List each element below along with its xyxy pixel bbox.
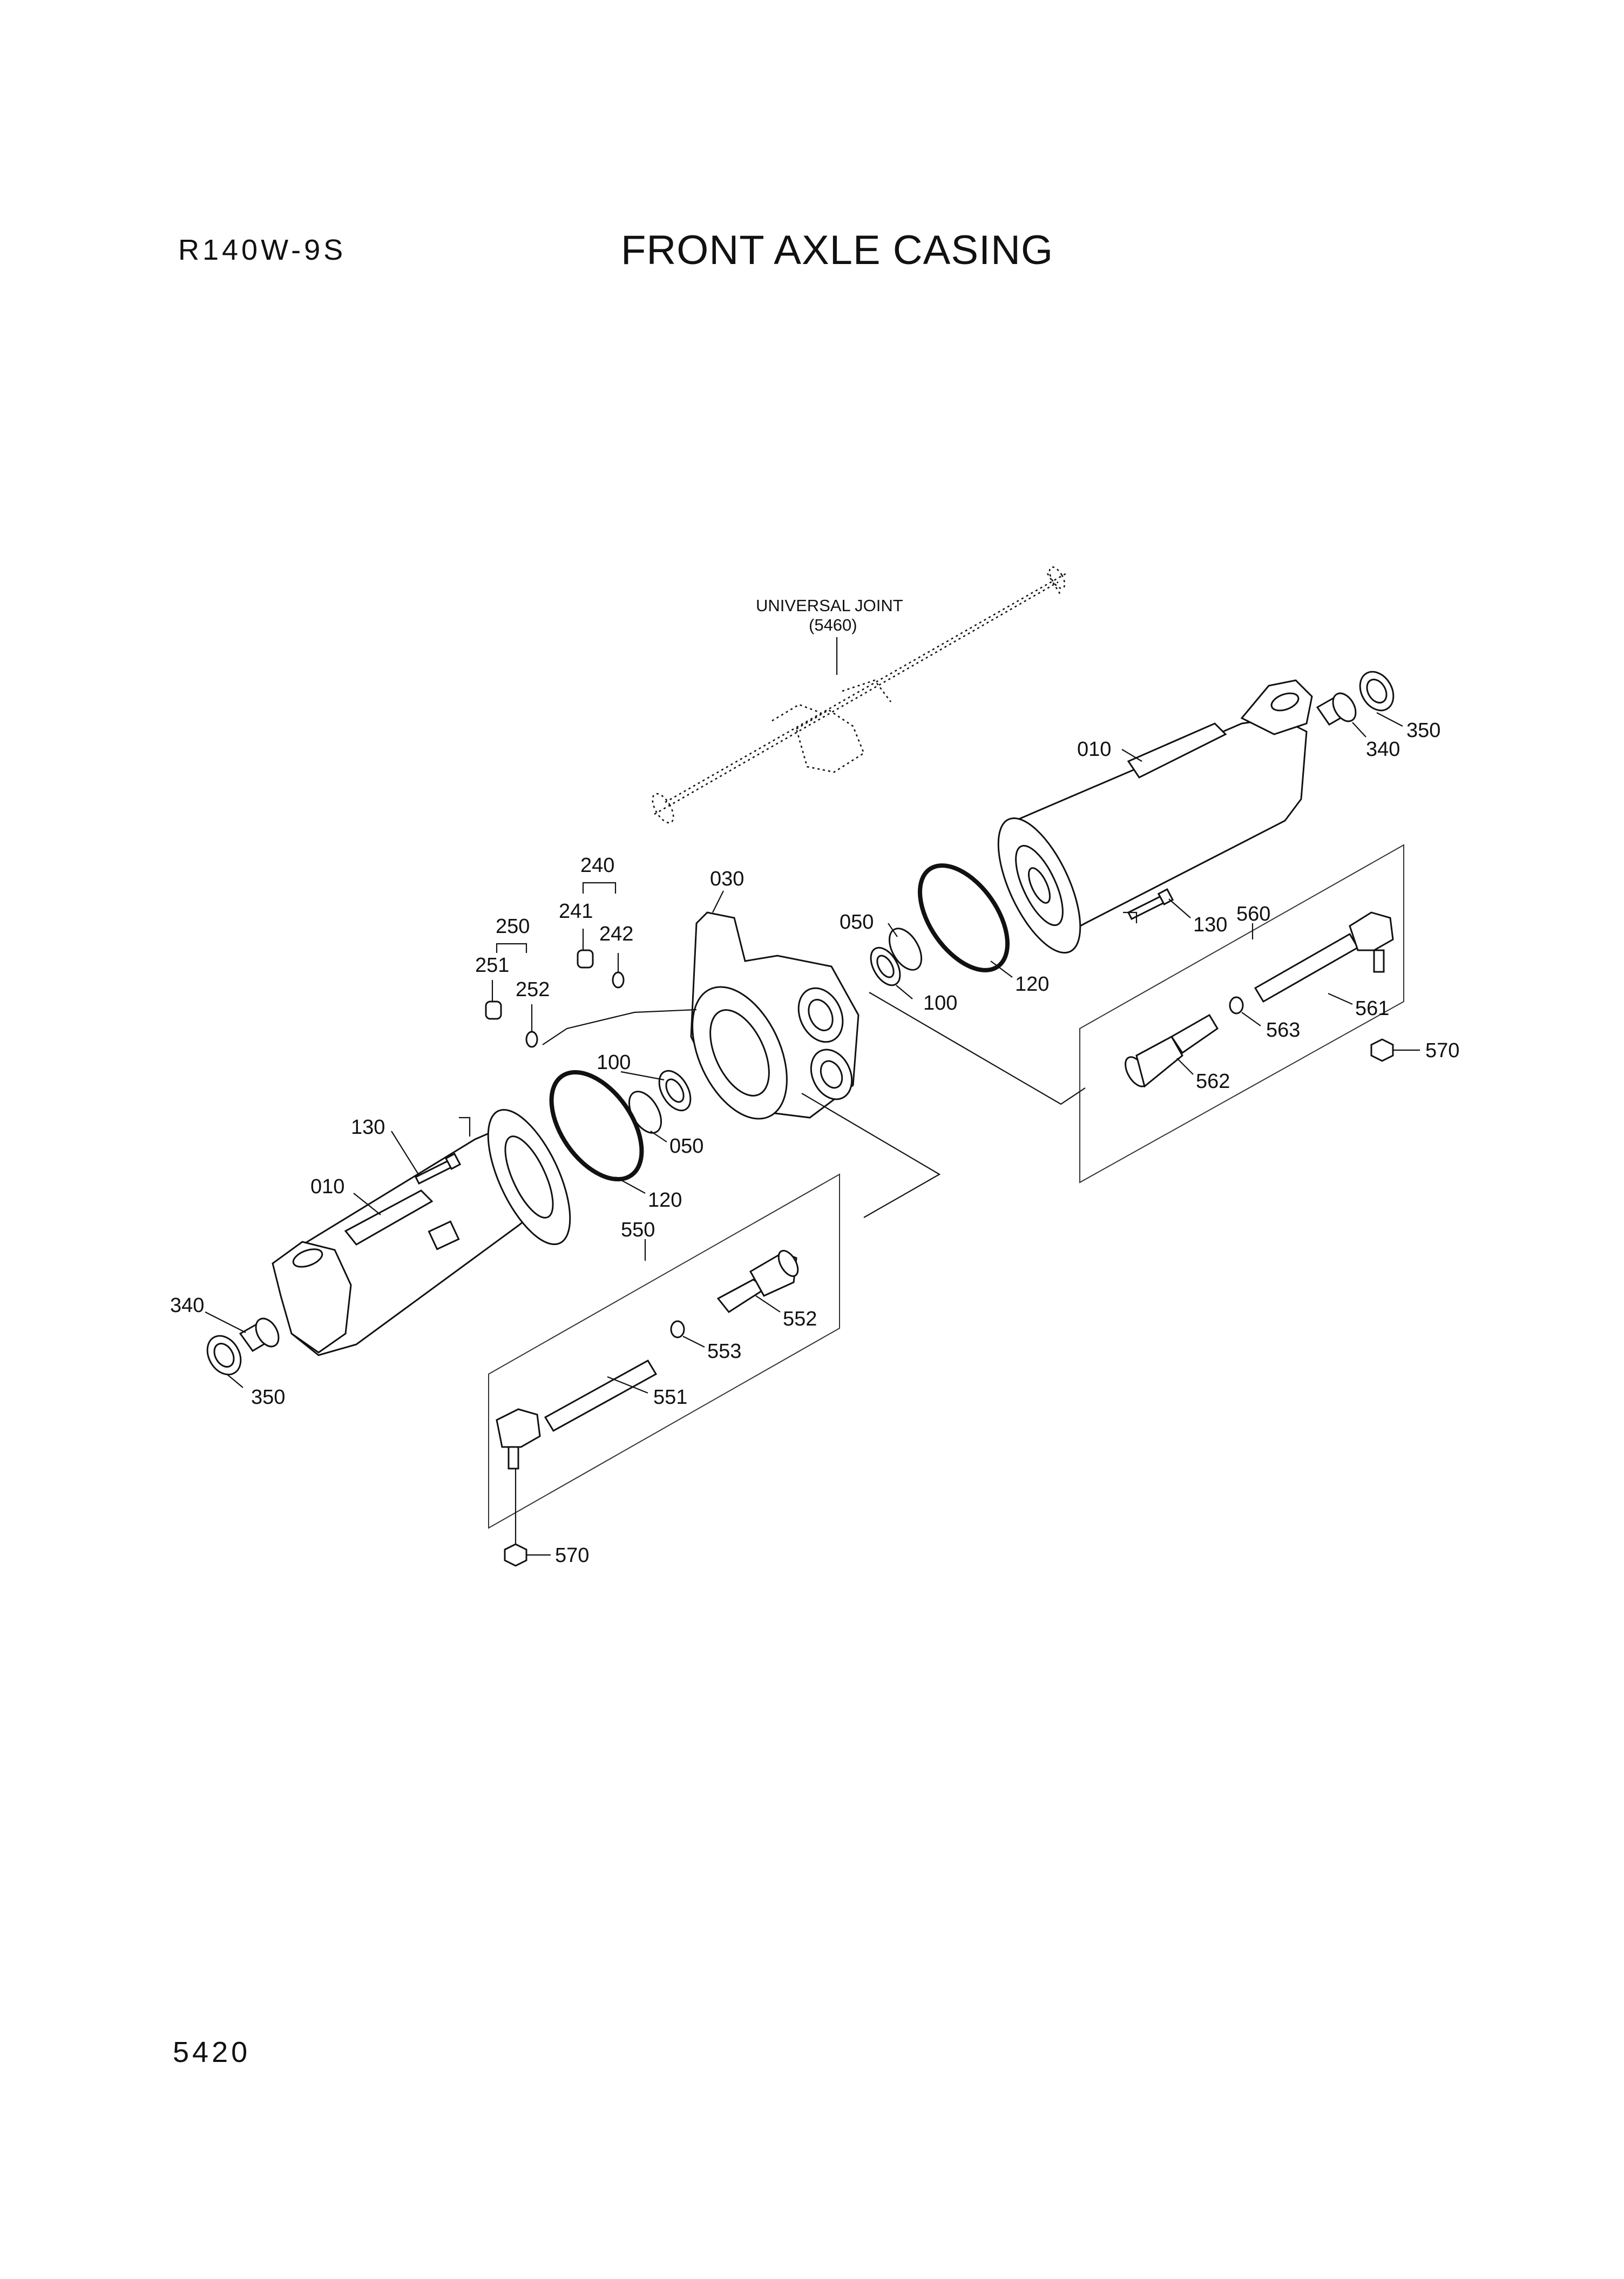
callout-553: 553 <box>707 1340 741 1363</box>
callout-250: 250 <box>496 915 530 938</box>
center-housing-shape <box>690 911 860 1120</box>
snap-ring-upper-shape <box>888 928 923 971</box>
leader-lines <box>205 712 1420 1556</box>
callout-130-upper: 130 <box>1193 914 1227 936</box>
plug-241-shape <box>577 949 594 969</box>
universal-joint-label: UNIVERSAL JOINT <box>756 596 903 615</box>
callout-120-upper: 120 <box>1015 973 1049 996</box>
callout-570-upper: 570 <box>1425 1039 1459 1062</box>
nut-570-lower-shape <box>504 1543 527 1567</box>
callout-552: 552 <box>783 1308 817 1330</box>
nut-553-shape <box>670 1320 685 1338</box>
callout-350-upper: 350 <box>1406 719 1440 742</box>
callout-251: 251 <box>475 954 509 977</box>
callout-050-upper: 050 <box>840 911 874 934</box>
seal-lower-shape <box>206 1335 242 1376</box>
page-number: 5420 <box>173 2036 251 2068</box>
callout-030: 030 <box>710 868 744 890</box>
tie-rod-551-shape <box>496 1359 658 1470</box>
callout-551: 551 <box>653 1386 687 1409</box>
model-number: R140W-9S <box>178 234 347 266</box>
assembly-lines <box>459 911 1138 1218</box>
nut-570-upper-shape <box>1370 1038 1394 1062</box>
tie-rod-group-560-frame <box>1079 844 1404 1184</box>
bolt-lower-shape <box>414 1153 462 1185</box>
callout-563: 563 <box>1266 1019 1300 1042</box>
callout-252: 252 <box>516 978 550 1001</box>
bearing-lower-shape <box>658 1070 692 1112</box>
callout-130-lower: 130 <box>351 1116 385 1139</box>
callout-340-upper: 340 <box>1366 738 1400 761</box>
callout-560: 560 <box>1236 903 1270 925</box>
o-ring-lower-shape <box>549 1070 644 1182</box>
universal-joint-ref-number: (5460) <box>809 616 857 634</box>
universal-joint-shaft <box>652 566 1067 824</box>
tie-rod-561-shape <box>1254 911 1394 1003</box>
axle-casing-upper-shape <box>997 679 1313 954</box>
axle-casing-lower-shape <box>272 1108 571 1356</box>
callout-120-lower: 120 <box>648 1189 682 1212</box>
seal-upper-shape <box>1359 671 1395 712</box>
callout-100-upper: 100 <box>923 992 957 1015</box>
callout-562: 562 <box>1196 1070 1230 1093</box>
o-ring-242-shape <box>612 971 625 989</box>
o-ring-252-shape <box>525 1031 538 1048</box>
nut-563-shape <box>1229 996 1244 1015</box>
callout-550: 550 <box>621 1219 655 1241</box>
tie-rod-end-552-shape <box>716 1249 799 1313</box>
bushing-upper-shape <box>1316 692 1357 726</box>
callout-240: 240 <box>580 854 614 877</box>
callout-570-lower: 570 <box>555 1544 589 1567</box>
bearing-upper-shape <box>870 946 901 986</box>
callout-100-lower: 100 <box>597 1051 631 1074</box>
bolt-upper-shape <box>1127 888 1174 921</box>
callout-561: 561 <box>1355 997 1389 1020</box>
callout-050-lower: 050 <box>669 1135 703 1158</box>
callout-010-lower: 010 <box>310 1175 344 1198</box>
callout-350-lower: 350 <box>251 1386 285 1409</box>
callout-010-upper: 010 <box>1077 738 1111 761</box>
callout-241: 241 <box>559 900 593 923</box>
tie-rod-end-562-shape <box>1125 1013 1219 1088</box>
callout-340-lower: 340 <box>170 1294 204 1317</box>
callout-242: 242 <box>599 923 633 945</box>
plug-251-shape <box>485 1000 502 1020</box>
bushing-lower-shape <box>239 1317 280 1352</box>
tie-rod-group-550-frame <box>488 1173 840 1529</box>
page-title: FRONT AXLE CASING <box>621 227 1054 273</box>
